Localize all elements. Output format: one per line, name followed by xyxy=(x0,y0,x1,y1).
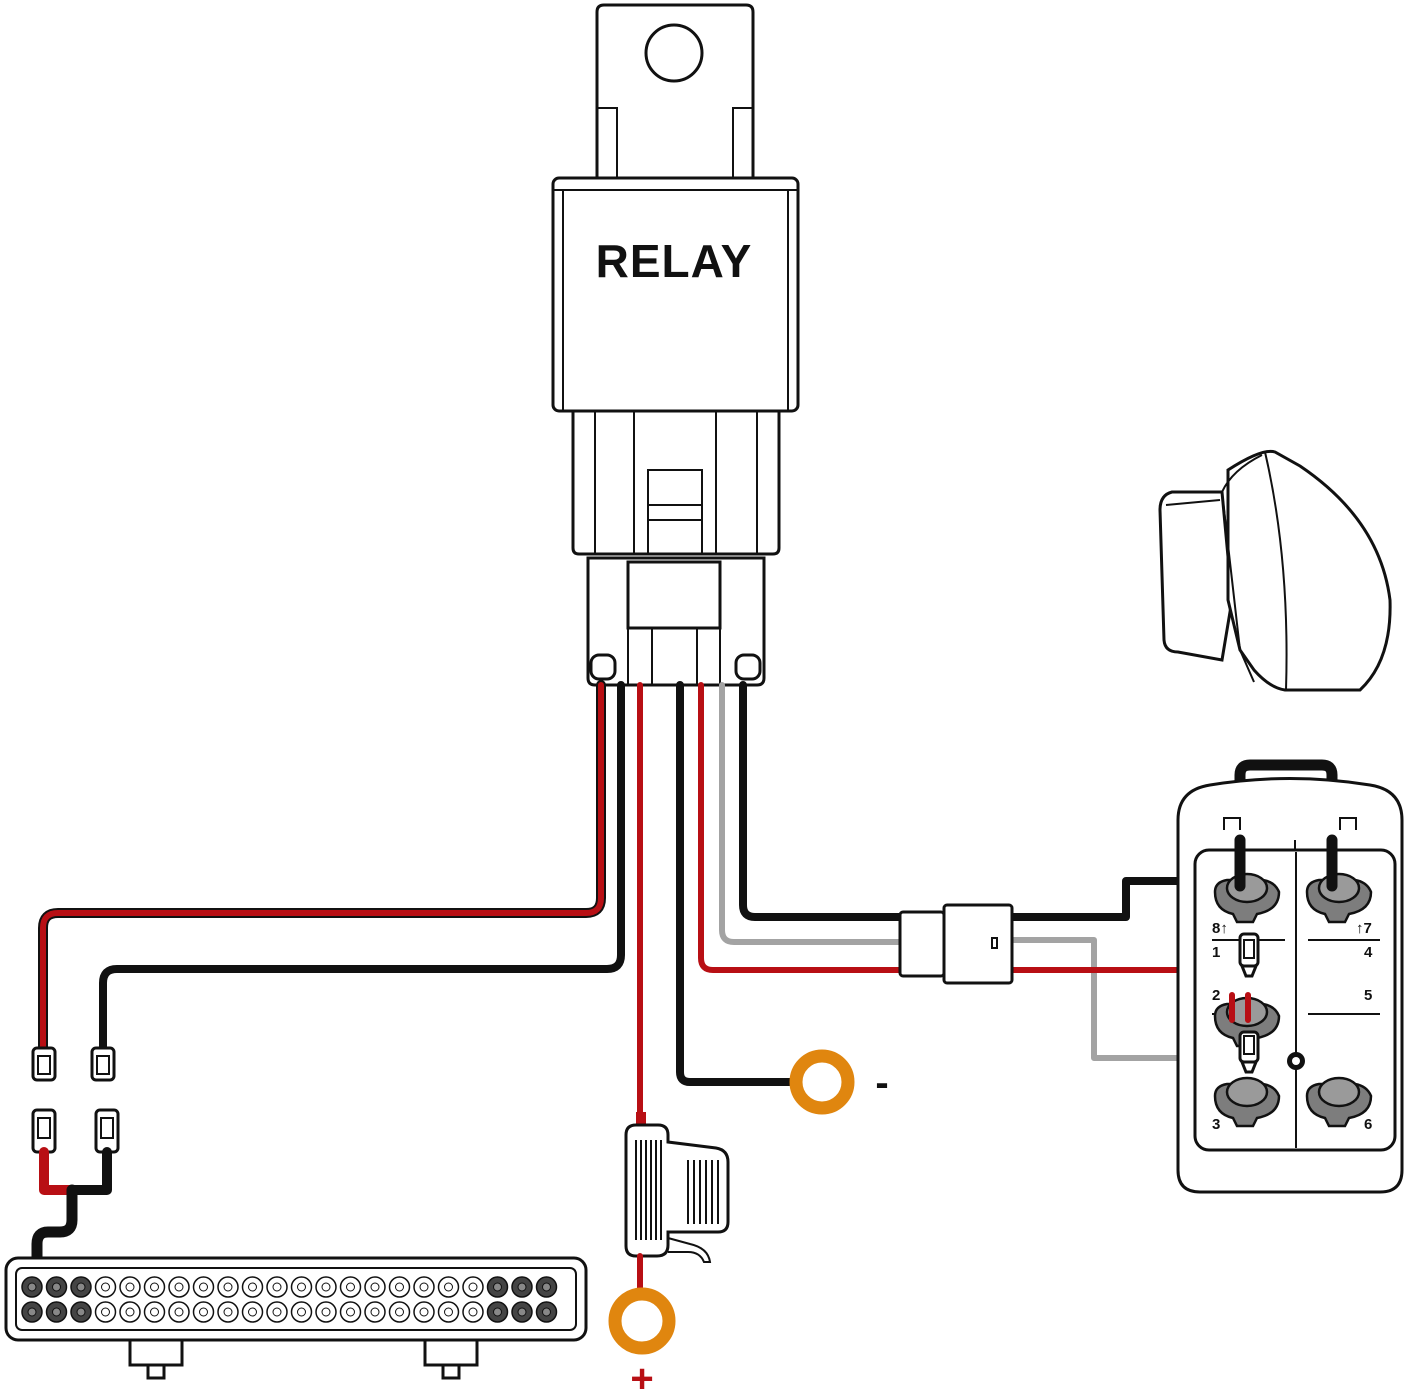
led-core xyxy=(493,1282,502,1292)
led-core xyxy=(468,1307,478,1317)
led-core xyxy=(150,1282,159,1292)
led-core xyxy=(542,1307,551,1317)
switch-terminal-screw xyxy=(1225,1076,1269,1108)
positive-terminal-label: + xyxy=(630,1357,653,1394)
led-core xyxy=(199,1282,208,1292)
switch-terminal-screw xyxy=(1225,872,1269,904)
led-core xyxy=(174,1282,184,1292)
led-core xyxy=(223,1307,233,1317)
led-core xyxy=(346,1282,355,1292)
led-core xyxy=(248,1307,257,1317)
pin-label-2: 2 xyxy=(1212,987,1220,1004)
pin-label-1: 1 xyxy=(1212,944,1220,961)
led-core xyxy=(321,1307,331,1317)
switch-pinout: 8↑ ↑7 1 4 2 5 3 6 xyxy=(1176,777,1404,1194)
led-light-bar xyxy=(4,1256,588,1380)
led-core xyxy=(419,1282,429,1292)
led-core xyxy=(542,1282,551,1292)
led-core xyxy=(223,1282,233,1292)
pin-label-4: 4 xyxy=(1364,944,1373,961)
wire-connector xyxy=(898,903,1014,985)
led-core xyxy=(52,1307,61,1317)
led-core xyxy=(370,1307,380,1317)
led-core xyxy=(76,1282,86,1292)
pin-label-8: 8↑ xyxy=(1212,920,1228,937)
led-core xyxy=(370,1282,380,1292)
negative-ring-terminal xyxy=(789,1049,855,1115)
led-core xyxy=(125,1282,135,1292)
led-core xyxy=(174,1307,184,1317)
negative-terminal-label: - xyxy=(875,1061,888,1105)
switch-terminal-screw xyxy=(1317,1076,1361,1108)
led-core xyxy=(27,1282,37,1292)
led-core xyxy=(27,1307,37,1317)
led-core xyxy=(101,1307,110,1317)
led-core xyxy=(493,1307,502,1317)
lightbar-connectors xyxy=(31,1046,120,1268)
led-core xyxy=(395,1307,404,1317)
led-core xyxy=(346,1307,355,1317)
led-core xyxy=(101,1282,110,1292)
led-core xyxy=(297,1282,306,1292)
fuse-holder xyxy=(608,1112,730,1355)
led-core xyxy=(321,1282,331,1292)
led-core xyxy=(52,1282,61,1292)
led-core xyxy=(444,1282,453,1292)
led-core xyxy=(419,1307,429,1317)
led-core xyxy=(444,1307,453,1317)
led-core xyxy=(76,1307,86,1317)
led-core xyxy=(517,1282,527,1292)
wire-harness xyxy=(38,680,1338,1131)
pin-label-6: 6 xyxy=(1364,1116,1372,1133)
led-core xyxy=(272,1307,282,1317)
relay-label: RELAY xyxy=(596,235,753,287)
switch-terminal-screw xyxy=(1317,872,1361,904)
pin-label-3: 3 xyxy=(1212,1116,1220,1133)
led-core xyxy=(468,1282,478,1292)
led-core xyxy=(395,1282,404,1292)
led-core xyxy=(248,1282,257,1292)
pin-label-7: ↑7 xyxy=(1356,920,1372,937)
led-core xyxy=(297,1307,306,1317)
pin-label-5: 5 xyxy=(1364,987,1372,1004)
led-core xyxy=(125,1307,135,1317)
led-core xyxy=(199,1307,208,1317)
rocker-switch xyxy=(1158,449,1392,692)
led-core xyxy=(150,1307,159,1317)
led-core xyxy=(272,1282,282,1292)
relay: RELAY xyxy=(551,3,800,687)
led-core xyxy=(517,1307,527,1317)
